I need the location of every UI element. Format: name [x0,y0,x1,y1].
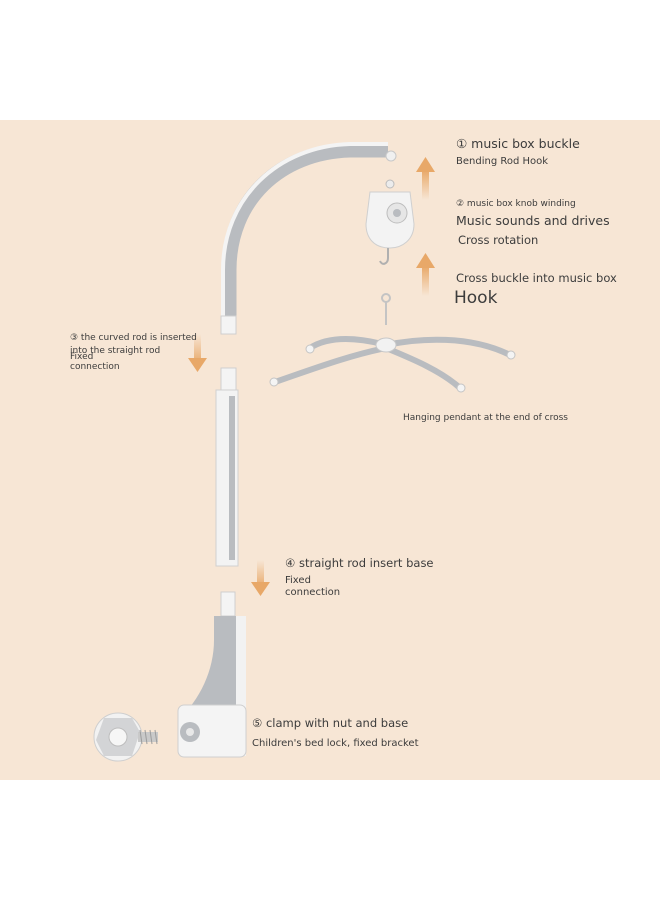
arrow-down-rod [188,334,207,372]
step5-line1: Fixed [285,575,311,586]
music-box [365,179,415,265]
step2-title: ② music box knob winding [456,199,576,209]
pendant-label: Hanging pendant at the end of cross [403,413,568,423]
step3-line2: Hook [454,288,498,308]
diagram-background [0,120,660,780]
arrow-up-hook [416,157,435,200]
clamp-knob [93,712,158,762]
arrow-up-cross [416,253,435,296]
step5-title: ④ straight rod insert base [285,556,434,570]
step5-line2: connection [285,587,341,598]
assembly-illustration [93,142,516,762]
step1-subtitle: Bending Rod Hook [456,156,549,167]
step4-line1: ③ the curved rod is inserted [70,333,197,343]
step3-line1: Cross buckle into music box [456,271,617,285]
step6-subtitle: Children's bed lock, fixed bracket [252,738,419,749]
step6-title: ⑤ clamp with nut and base [252,716,409,730]
curved-rod [220,142,397,335]
step4-line3: Fixed [70,352,94,362]
straight-rod [215,367,239,567]
cross-arm [269,293,516,393]
clamp-base [177,591,247,758]
step1-title: ① music box buckle [456,136,580,151]
step2-line1: Music sounds and drives [456,213,610,228]
arrow-down-base [251,560,270,596]
step2-line2: Cross rotation [458,233,539,247]
step4-line4: connection [70,362,120,372]
step4-line2: into the straight rod [70,346,161,356]
